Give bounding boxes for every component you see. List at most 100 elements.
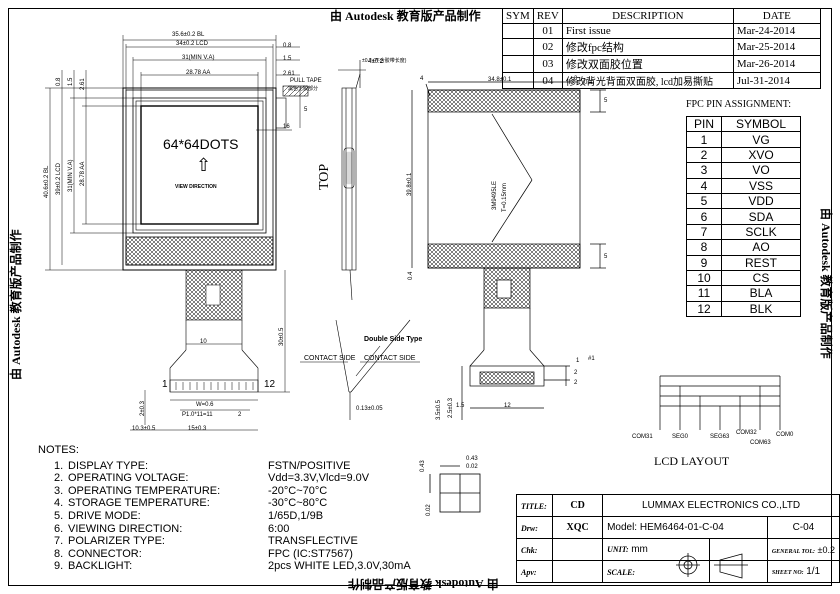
title-label: TITLE: <box>521 501 547 511</box>
pixel-dim-002b: 0.02 <box>466 464 478 470</box>
double-side-type-label: Double Side Type <box>364 336 423 343</box>
note-key: VIEWING DIRECTION: <box>68 522 183 535</box>
dim-16: 16 <box>283 124 290 130</box>
note-key: CONNECTOR: <box>68 547 142 560</box>
pixel-dim-043b: 0.43 <box>466 456 478 462</box>
dim-top-261: 2.61 <box>80 78 86 90</box>
unit-value: mm <box>631 544 648 555</box>
note-key: DISPLAY TYPE: <box>68 459 149 472</box>
dim-right-08: 0.8 <box>283 43 292 49</box>
table-row: 04 修改背光背面双面胶, lcd加易撕贴 Jul-31-2014 <box>502 72 821 89</box>
drawing-border <box>8 8 832 586</box>
note-number: 5. <box>54 509 64 522</box>
pin-number: 4 <box>686 177 722 194</box>
approved-label: Apv: <box>521 567 537 577</box>
pin-symbol: VSS <box>721 177 801 194</box>
display-dots-label: 64*64DOTS <box>163 136 239 152</box>
pin-symbol: SDA <box>721 208 801 225</box>
note-key: OPERATING TEMPERATURE: <box>68 484 221 497</box>
dim-va-height: 31(MIN V.A) <box>68 159 74 192</box>
pin-number: 5 <box>686 192 722 210</box>
pin-number: 8 <box>686 239 722 256</box>
fpc-dim-2: 2 <box>238 412 242 418</box>
back-dim-25: 2.5±0.3 <box>448 398 454 418</box>
back-dim-2: 2 <box>574 370 578 376</box>
note-number: 1. <box>54 459 64 472</box>
note-key: DRIVE MODE: <box>68 509 141 522</box>
revision-table: SYM REV DESCRIPTION DATE 01 First issue … <box>502 8 821 89</box>
back-pin1-hash: #1 <box>588 356 595 362</box>
pin-symbol: VG <box>721 131 801 148</box>
back-width: 34.8±0.1 <box>488 77 512 83</box>
top-label: TOP <box>317 163 332 190</box>
notes-heading: NOTES: <box>38 444 79 456</box>
note-value: 1/65D,1/9B <box>268 509 324 522</box>
fpc-pin12-label: 12 <box>264 379 276 390</box>
dim-top-15: 1.5 <box>68 77 74 86</box>
list-item: 1. DISPLAY TYPE: FSTN/POSITIVE <box>54 460 411 473</box>
dim-right-261: 2.61 <box>283 71 295 77</box>
pin-number: 6 <box>686 208 722 225</box>
note-number: 7. <box>54 535 64 548</box>
title-value: CD <box>552 494 604 517</box>
list-item: 9.BACKLIGHT:2pcs WHITE LED,3.0V,30mA <box>54 560 411 573</box>
dim-va-width: 31(MIN V.A) <box>182 55 215 61</box>
pin-number: 12 <box>686 300 722 318</box>
pin-symbol: BLK <box>721 300 801 318</box>
dim-top-08: 0.8 <box>56 77 62 86</box>
fpc-thickness: 0.13±0.05 <box>356 406 383 412</box>
note-value: TRANSFLECTIVE <box>268 535 358 548</box>
dim-bl-height: 40.6±0.2 BL <box>44 165 50 198</box>
back-dim-12: 12 <box>504 403 511 409</box>
tape-thickness: T=0.15mm <box>502 183 508 212</box>
pin-symbol: AO <box>721 239 801 256</box>
note-key: STORAGE TEMPERATURE: <box>68 497 210 510</box>
note-key: POLARIZER TYPE: <box>68 535 165 548</box>
back-dim-04: 0.4 <box>584 80 593 86</box>
pixel-dim-043: 0.43 <box>420 460 426 472</box>
pin-symbol: BLA <box>721 285 801 302</box>
side-dim-4: 4±0.2 <box>368 59 383 65</box>
lcd-layout-title: LCD LAYOUT <box>654 454 730 468</box>
symbol-header: SYMBOL <box>721 115 801 133</box>
list-item: 2.OPERATING VOLTAGE:Vdd=3.3V,Vlcd=9.0V <box>54 472 411 485</box>
dim-lcd-height: 39±0.2 LCD <box>56 163 62 195</box>
dim-lcd-width: 34±0.2 LCD <box>176 41 208 47</box>
pin-symbol: XVO <box>721 146 801 164</box>
list-item: 8.CONNECTOR:FPC (IC:ST7567) <box>54 548 411 561</box>
rev-date: Jul-31-2014 <box>732 72 821 89</box>
layout-seg0: SEG0 <box>672 434 689 440</box>
pin-number: 9 <box>686 254 722 271</box>
note-number: 9. <box>54 560 64 573</box>
tape-length-note: ±0.2 (不含胶带长度) <box>362 58 407 64</box>
pin-header: PIN <box>686 115 722 133</box>
dim-5: 5 <box>304 107 308 113</box>
list-item: 4.STORAGE TEMPERATURE:-30°C~80°C <box>54 497 411 510</box>
view-direction-arrow: ⇧ <box>196 155 212 175</box>
list-item: 3.OPERATING TEMPERATURE:-20°C~70°C <box>54 485 411 498</box>
dim-aa-width: 28.78 AA <box>186 70 211 76</box>
view-direction-label: VIEW DIRECTION <box>175 184 217 190</box>
back-dim-15: 1.5 <box>456 403 465 409</box>
pin-number: 3 <box>686 162 722 179</box>
list-item: 6.VIEWING DIRECTION:6:00 <box>54 523 411 536</box>
back-dim-2b: 2 <box>574 380 578 386</box>
pin-number: 1 <box>686 131 722 148</box>
pin-number: 2 <box>686 146 722 164</box>
sheet-label: SHEET NO: <box>771 570 804 576</box>
dim-bl-width: 35.6±0.2 BL <box>172 32 205 38</box>
note-value: FSTN/POSITIVE <box>268 459 351 472</box>
pin-number: 10 <box>686 269 722 287</box>
tape-cn-label: 黑色无胶部分 <box>288 86 319 92</box>
back-dim-4: 4 <box>420 76 424 82</box>
note-number: 6. <box>54 522 64 535</box>
dim-right-15: 1.5 <box>283 56 292 62</box>
pin-symbol: VDD <box>721 192 801 210</box>
pin-assignment-title: FPC PIN ASSIGNMENT: <box>686 99 792 110</box>
pin-number: 7 <box>686 223 722 241</box>
